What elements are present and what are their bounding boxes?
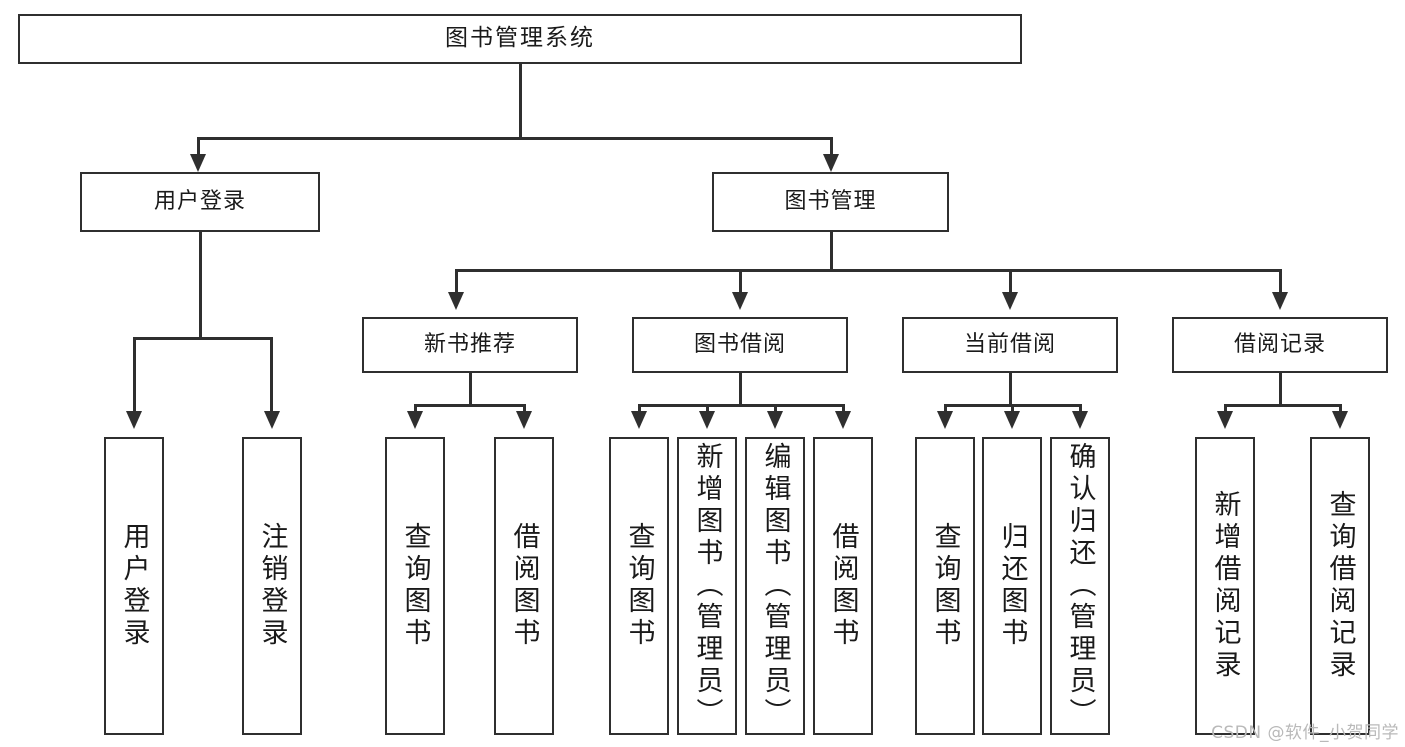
connector-book-borrow-drop-4 xyxy=(842,404,845,415)
leaf-add-book-admin[interactable]: 新增图书（管理员） xyxy=(677,437,737,735)
connector-borrow-record-bus xyxy=(1225,404,1341,407)
node-current-borrow[interactable]: 当前借阅 xyxy=(902,317,1118,373)
arrow-to-leaf-query-book-b xyxy=(631,411,647,429)
leaf-borrow-book[interactable]: 借阅图书 xyxy=(813,437,873,735)
leaf-query-book-borrow[interactable]: 查询图书 xyxy=(609,437,669,735)
node-label: 用户登录 xyxy=(153,188,246,214)
arrow-to-leaf-edit-book xyxy=(767,411,783,429)
arrow-to-current-borrow xyxy=(1002,292,1018,310)
connector-new-book-stem xyxy=(469,373,472,406)
connector-borrow-record-stem xyxy=(1279,373,1282,406)
arrow-to-user-login xyxy=(190,154,206,172)
leaf-borrow-book-recommend[interactable]: 借阅图书 xyxy=(494,437,554,735)
leaf-label: 新增借阅记录 xyxy=(1209,490,1241,682)
node-label: 新书推荐 xyxy=(423,331,516,357)
leaf-label: 用户登录 xyxy=(118,522,150,650)
leaf-label: 借阅图书 xyxy=(508,522,540,650)
connector-level3-drop-4 xyxy=(1279,269,1282,295)
connector-book-borrow-drop-1 xyxy=(638,404,641,415)
connector-level2-bus xyxy=(199,137,832,140)
node-new-book-recommend[interactable]: 新书推荐 xyxy=(362,317,578,373)
connector-new-book-drop-1 xyxy=(414,404,417,415)
connector-book-borrow-drop-3 xyxy=(774,404,777,415)
arrow-to-leaf-add-book xyxy=(699,411,715,429)
node-root-book-management-system[interactable]: 图书管理系统 xyxy=(18,14,1022,64)
leaf-label: 查询图书 xyxy=(399,522,431,650)
leaf-label: 查询借阅记录 xyxy=(1324,490,1356,682)
node-book-borrow[interactable]: 图书借阅 xyxy=(632,317,848,373)
leaf-query-borrow-record[interactable]: 查询借阅记录 xyxy=(1310,437,1370,735)
node-label: 图书管理系统 xyxy=(445,25,595,52)
leaf-return-book[interactable]: 归还图书 xyxy=(982,437,1042,735)
arrow-to-borrow-record xyxy=(1272,292,1288,310)
leaf-label: 确认归还（管理员） xyxy=(1064,442,1096,730)
node-label: 借阅记录 xyxy=(1233,331,1326,357)
leaf-label: 查询图书 xyxy=(623,522,655,650)
leaf-logout[interactable]: 注销登录 xyxy=(242,437,302,735)
arrow-to-leaf-query-book-a xyxy=(407,411,423,429)
connector-user-login-drop-1 xyxy=(133,337,136,415)
connector-level2-drop-left xyxy=(197,137,200,159)
leaf-label: 注销登录 xyxy=(256,522,288,650)
leaf-confirm-return-admin[interactable]: 确认归还（管理员） xyxy=(1050,437,1110,735)
connector-borrow-record-drop-2 xyxy=(1339,404,1342,415)
connector-level3-drop-1 xyxy=(455,269,458,295)
node-user-login[interactable]: 用户登录 xyxy=(80,172,320,232)
arrow-to-new-book-recommend xyxy=(448,292,464,310)
node-label: 当前借阅 xyxy=(963,331,1056,357)
connector-current-borrow-stem xyxy=(1009,373,1012,406)
arrow-to-leaf-logout xyxy=(264,411,280,429)
connector-level3-bus xyxy=(456,269,1282,272)
node-book-management[interactable]: 图书管理 xyxy=(712,172,949,232)
arrow-to-book-management xyxy=(823,154,839,172)
connector-book-management-stem xyxy=(830,232,833,271)
arrow-to-leaf-confirm-return xyxy=(1072,411,1088,429)
arrow-to-book-borrow xyxy=(732,292,748,310)
connector-user-login-stem xyxy=(199,232,202,339)
leaf-label: 借阅图书 xyxy=(827,522,859,650)
connector-current-borrow-drop-1 xyxy=(944,404,947,415)
connector-user-login-drop-2 xyxy=(270,337,273,415)
arrow-to-leaf-user-login xyxy=(126,411,142,429)
connector-user-login-bus xyxy=(134,337,270,340)
leaf-label: 查询图书 xyxy=(929,522,961,650)
node-label: 图书借阅 xyxy=(693,331,786,357)
arrow-to-leaf-add-record xyxy=(1217,411,1233,429)
connector-level2-drop-right xyxy=(830,137,833,159)
connector-current-borrow-drop-2 xyxy=(1011,404,1014,415)
leaf-label: 归还图书 xyxy=(996,522,1028,650)
leaf-edit-book-admin[interactable]: 编辑图书（管理员） xyxy=(745,437,805,735)
connector-new-book-drop-2 xyxy=(523,404,526,415)
leaf-query-book-recommend[interactable]: 查询图书 xyxy=(385,437,445,735)
arrow-to-leaf-return-book xyxy=(1004,411,1020,429)
connector-level3-drop-3 xyxy=(1009,269,1012,295)
connector-book-borrow-stem xyxy=(739,373,742,406)
connector-root-stem xyxy=(519,64,522,139)
leaf-label: 新增图书（管理员） xyxy=(691,442,723,730)
arrow-to-leaf-query-book-c xyxy=(937,411,953,429)
node-label: 图书管理 xyxy=(784,188,877,214)
connector-book-borrow-bus xyxy=(639,404,845,407)
connector-new-book-bus xyxy=(415,404,525,407)
leaf-user-login[interactable]: 用户登录 xyxy=(104,437,164,735)
connector-level3-drop-2 xyxy=(739,269,742,295)
arrow-to-leaf-query-record xyxy=(1332,411,1348,429)
connector-book-borrow-drop-2 xyxy=(706,404,709,415)
arrow-to-leaf-borrow-book-b xyxy=(835,411,851,429)
arrow-to-leaf-borrow-book-a xyxy=(516,411,532,429)
connector-current-borrow-drop-3 xyxy=(1079,404,1082,415)
leaf-add-borrow-record[interactable]: 新增借阅记录 xyxy=(1195,437,1255,735)
leaf-query-book-current[interactable]: 查询图书 xyxy=(915,437,975,735)
node-borrow-record[interactable]: 借阅记录 xyxy=(1172,317,1388,373)
connector-borrow-record-drop-1 xyxy=(1224,404,1227,415)
leaf-label: 编辑图书（管理员） xyxy=(759,442,791,730)
